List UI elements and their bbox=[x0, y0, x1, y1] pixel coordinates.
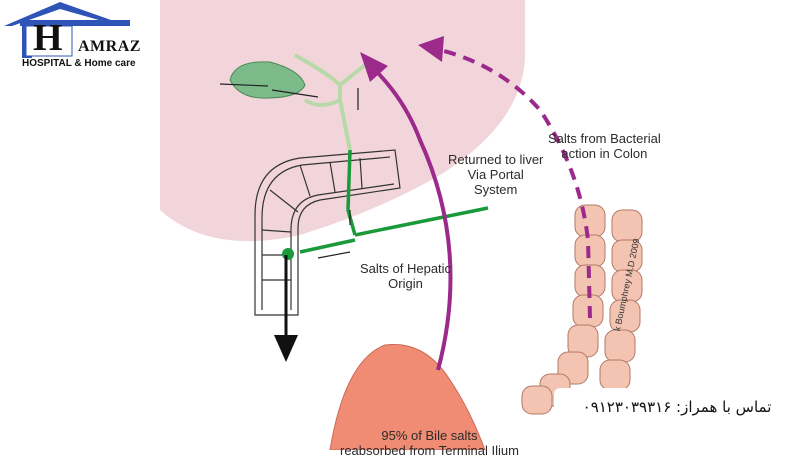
ileum-shape bbox=[329, 343, 486, 450]
flow-arrows bbox=[219, 83, 359, 259]
contact-banner[interactable]: تماس با همراز: ۰۹۱۲۳۰۳۹۳۱۶ bbox=[554, 388, 800, 426]
down-arrow bbox=[274, 255, 298, 362]
portal-return-arrow bbox=[360, 52, 453, 371]
hepatic-salt-dot bbox=[282, 248, 294, 260]
logo-name: AMRAZ bbox=[78, 38, 141, 55]
label-bile-salts: 95% of Bile salts reabsorbed from Termin… bbox=[340, 428, 519, 458]
house-icon bbox=[4, 2, 130, 58]
label-hepatic-salts: Salts of Hepatic Origin bbox=[360, 261, 452, 291]
label-bacterial-salts: Salts from Bacterial action in Colon bbox=[548, 131, 661, 161]
hepatic-salt-path bbox=[299, 149, 489, 254]
logo-letter: H bbox=[33, 17, 63, 59]
logo-subtitle: HOSPITAL & Home care bbox=[22, 58, 136, 69]
bile-duct bbox=[294, 53, 367, 151]
hamraz-logo: H AMRAZ HOSPITAL & Home care bbox=[0, 0, 165, 80]
gallbladder-shape bbox=[229, 61, 306, 99]
label-returned-to-liver: Returned to liver Via Portal System bbox=[448, 152, 544, 197]
bacterial-return-arrow bbox=[418, 36, 592, 319]
